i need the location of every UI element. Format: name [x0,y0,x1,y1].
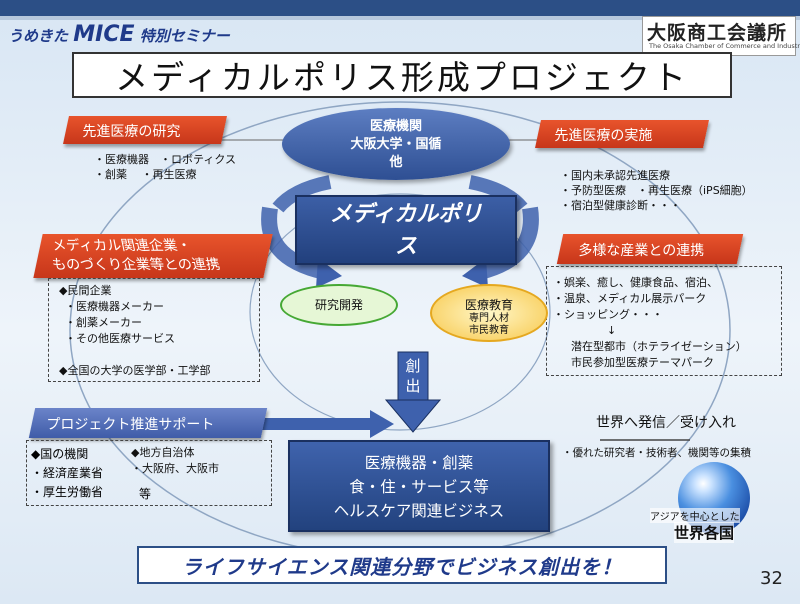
healthcare-business-box: 医療機器・創薬 食・住・サービス等 ヘルスケア関連ビジネス [288,440,550,532]
label-advanced-research: 先進医療の研究 [63,116,227,144]
list-item: ◆地方自治体 [131,446,195,459]
list-item: ・医療機器 ・ロボティクス [94,153,237,166]
rnd-ellipse: 研究開発 [280,284,398,326]
banner-prefix: うめきた [8,27,69,45]
top-bar-stripe [0,16,800,20]
down-arrow-head [384,399,442,433]
list-item: ・創薬 ・再生医療 [94,168,197,181]
list-item: ・温泉、メディカル展示パーク [553,292,707,305]
label-advanced-research-text: 先進医療の研究 [82,124,181,140]
label-industry-line-1: メディカル関連企業・ [50,238,193,254]
list-item: ・娯楽、癒し、健康食品、宿泊、 [553,276,718,289]
education-title: 医療教育 [464,298,513,312]
list-item: ・創薬メーカー [65,316,142,329]
business-line-3: ヘルスケア関連ビジネス [333,502,505,520]
globe-caption: アジアを中心とした [650,508,740,523]
logo-sub-text: The Osaka Chamber of Commerce and Indust… [649,42,800,50]
label-advanced-practice: 先進医療の実施 [535,120,709,148]
industry-box: ◆民間企業 ・医療機器メーカー ・創薬メーカー ・その他医療サービス ◆全国の大… [48,278,260,382]
label-industry-line-2: ものづくり企業等との連携 [50,257,222,273]
banner-title: うめきた MICE 特別セミナー [8,22,230,47]
list-item: ・国内未承認先進医療 [560,169,670,182]
label-advanced-practice-text: 先進医療の実施 [554,128,653,144]
globe-title: 世界各国 [674,522,735,543]
creation-arrow-text: 創 出 [403,356,423,396]
label-project-support: プロジェクト推進サポート [28,408,268,438]
label-diverse-industries-text: 多様な産業との連携 [578,243,705,259]
chamber-logo: 大阪商工会議所 The Osaka Chamber of Commerce an… [642,16,800,56]
list-item: ・予防型医療 ・再生医療（iPS細胞） [560,184,753,197]
center-line-2: ス [394,234,417,259]
center-line-1: メディカルポリ [329,202,483,227]
education-line-2: 市民教育 [469,325,509,336]
label-industry-collaboration: メディカル関連企業・ ものづくり企業等との連携 [33,234,273,278]
list-item: ・経済産業省 [31,466,104,480]
medical-institutions-ellipse: 医療機関 大阪大学・国循 他 [282,108,510,180]
curve-arrow-right [477,206,539,280]
ellipse-line-2: 大阪大学・国循 [350,137,442,152]
creation-char-2: 出 [405,377,421,395]
list-item: ・大阪府、大阪市 [131,462,219,475]
inner-ring [249,193,551,431]
curve-arrow-top-left [272,175,332,213]
creation-char-1: 創 [405,357,421,375]
top-bar [0,0,800,16]
support-arrow [262,410,394,438]
world-heading: 世界へ発信／受け入れ [596,415,736,431]
research-items: ・医療機器 ・ロボティクス ・創薬 ・再生医療 [94,152,236,182]
list-item: ◆民間企業 [59,284,112,297]
list-item: ・医療機器メーカー [65,300,164,313]
page-number: 32 [760,568,783,589]
practice-items: ・国内未承認先進医療 ・予防型医療 ・再生医療（iPS細胞） ・宿泊型健康診断・… [560,168,753,213]
ellipse-line-1: 医療機関 [369,119,422,134]
label-project-support-text: プロジェクト推進サポート [46,417,215,433]
medical-education-ellipse: 医療教育 専門人材 市民教育 [430,284,548,342]
banner-suffix: 特別セミナー [139,27,230,45]
list-item: ・ショッピング・・・ [553,308,663,321]
curve-arrow-left-head [316,258,342,288]
business-line-1: 医療機器・創薬 [364,454,474,472]
world-item: ・優れた研究者・技術者、機関等の集積 [562,447,751,459]
logo-main-text: 大阪商工会議所 [647,22,788,44]
ellipse-line-3: 他 [389,155,403,170]
list-item: ◆全国の大学の医学部・工学部 [59,364,211,377]
support-tail: 等 [139,487,152,501]
business-line-2: 食・住・サービス等 [349,478,489,496]
diverse-industries-box: ・娯楽、癒し、健康食品、宿泊、 ・温泉、メディカル展示パーク ・ショッピング・・… [546,266,782,376]
slogan: ライフサイエンス関連分野でビジネス創出を！ [137,546,667,584]
banner-mice: MICE [73,22,135,47]
list-item: 潜在型都市（ホテライゼーション） [571,340,747,353]
down-arrow-shaft [397,351,429,401]
page-title: メディカルポリス形成プロジェクト [72,52,732,98]
list-item: ◆国の機関 [31,447,89,461]
support-box: ◆国の機関 ・経済産業省 ・厚生労働省 ◆地方自治体 ・大阪府、大阪市 等 [26,440,272,506]
curve-arrow-left [261,206,327,280]
medical-polis-box: メディカルポリ ス [295,195,517,265]
education-line-1: 専門人材 [469,313,509,324]
list-item: 市民参加型医療テーマパーク [571,356,714,369]
list-item: ・その他医療サービス [65,332,175,345]
curve-arrow-top-right [468,175,528,213]
curve-arrow-right-head [462,258,488,288]
list-item: ・宿泊型健康診断・・・ [560,199,681,212]
list-item: ・厚生労働省 [31,485,104,499]
label-diverse-industries: 多様な産業との連携 [556,234,744,264]
down-mark: ↓ [607,324,617,337]
